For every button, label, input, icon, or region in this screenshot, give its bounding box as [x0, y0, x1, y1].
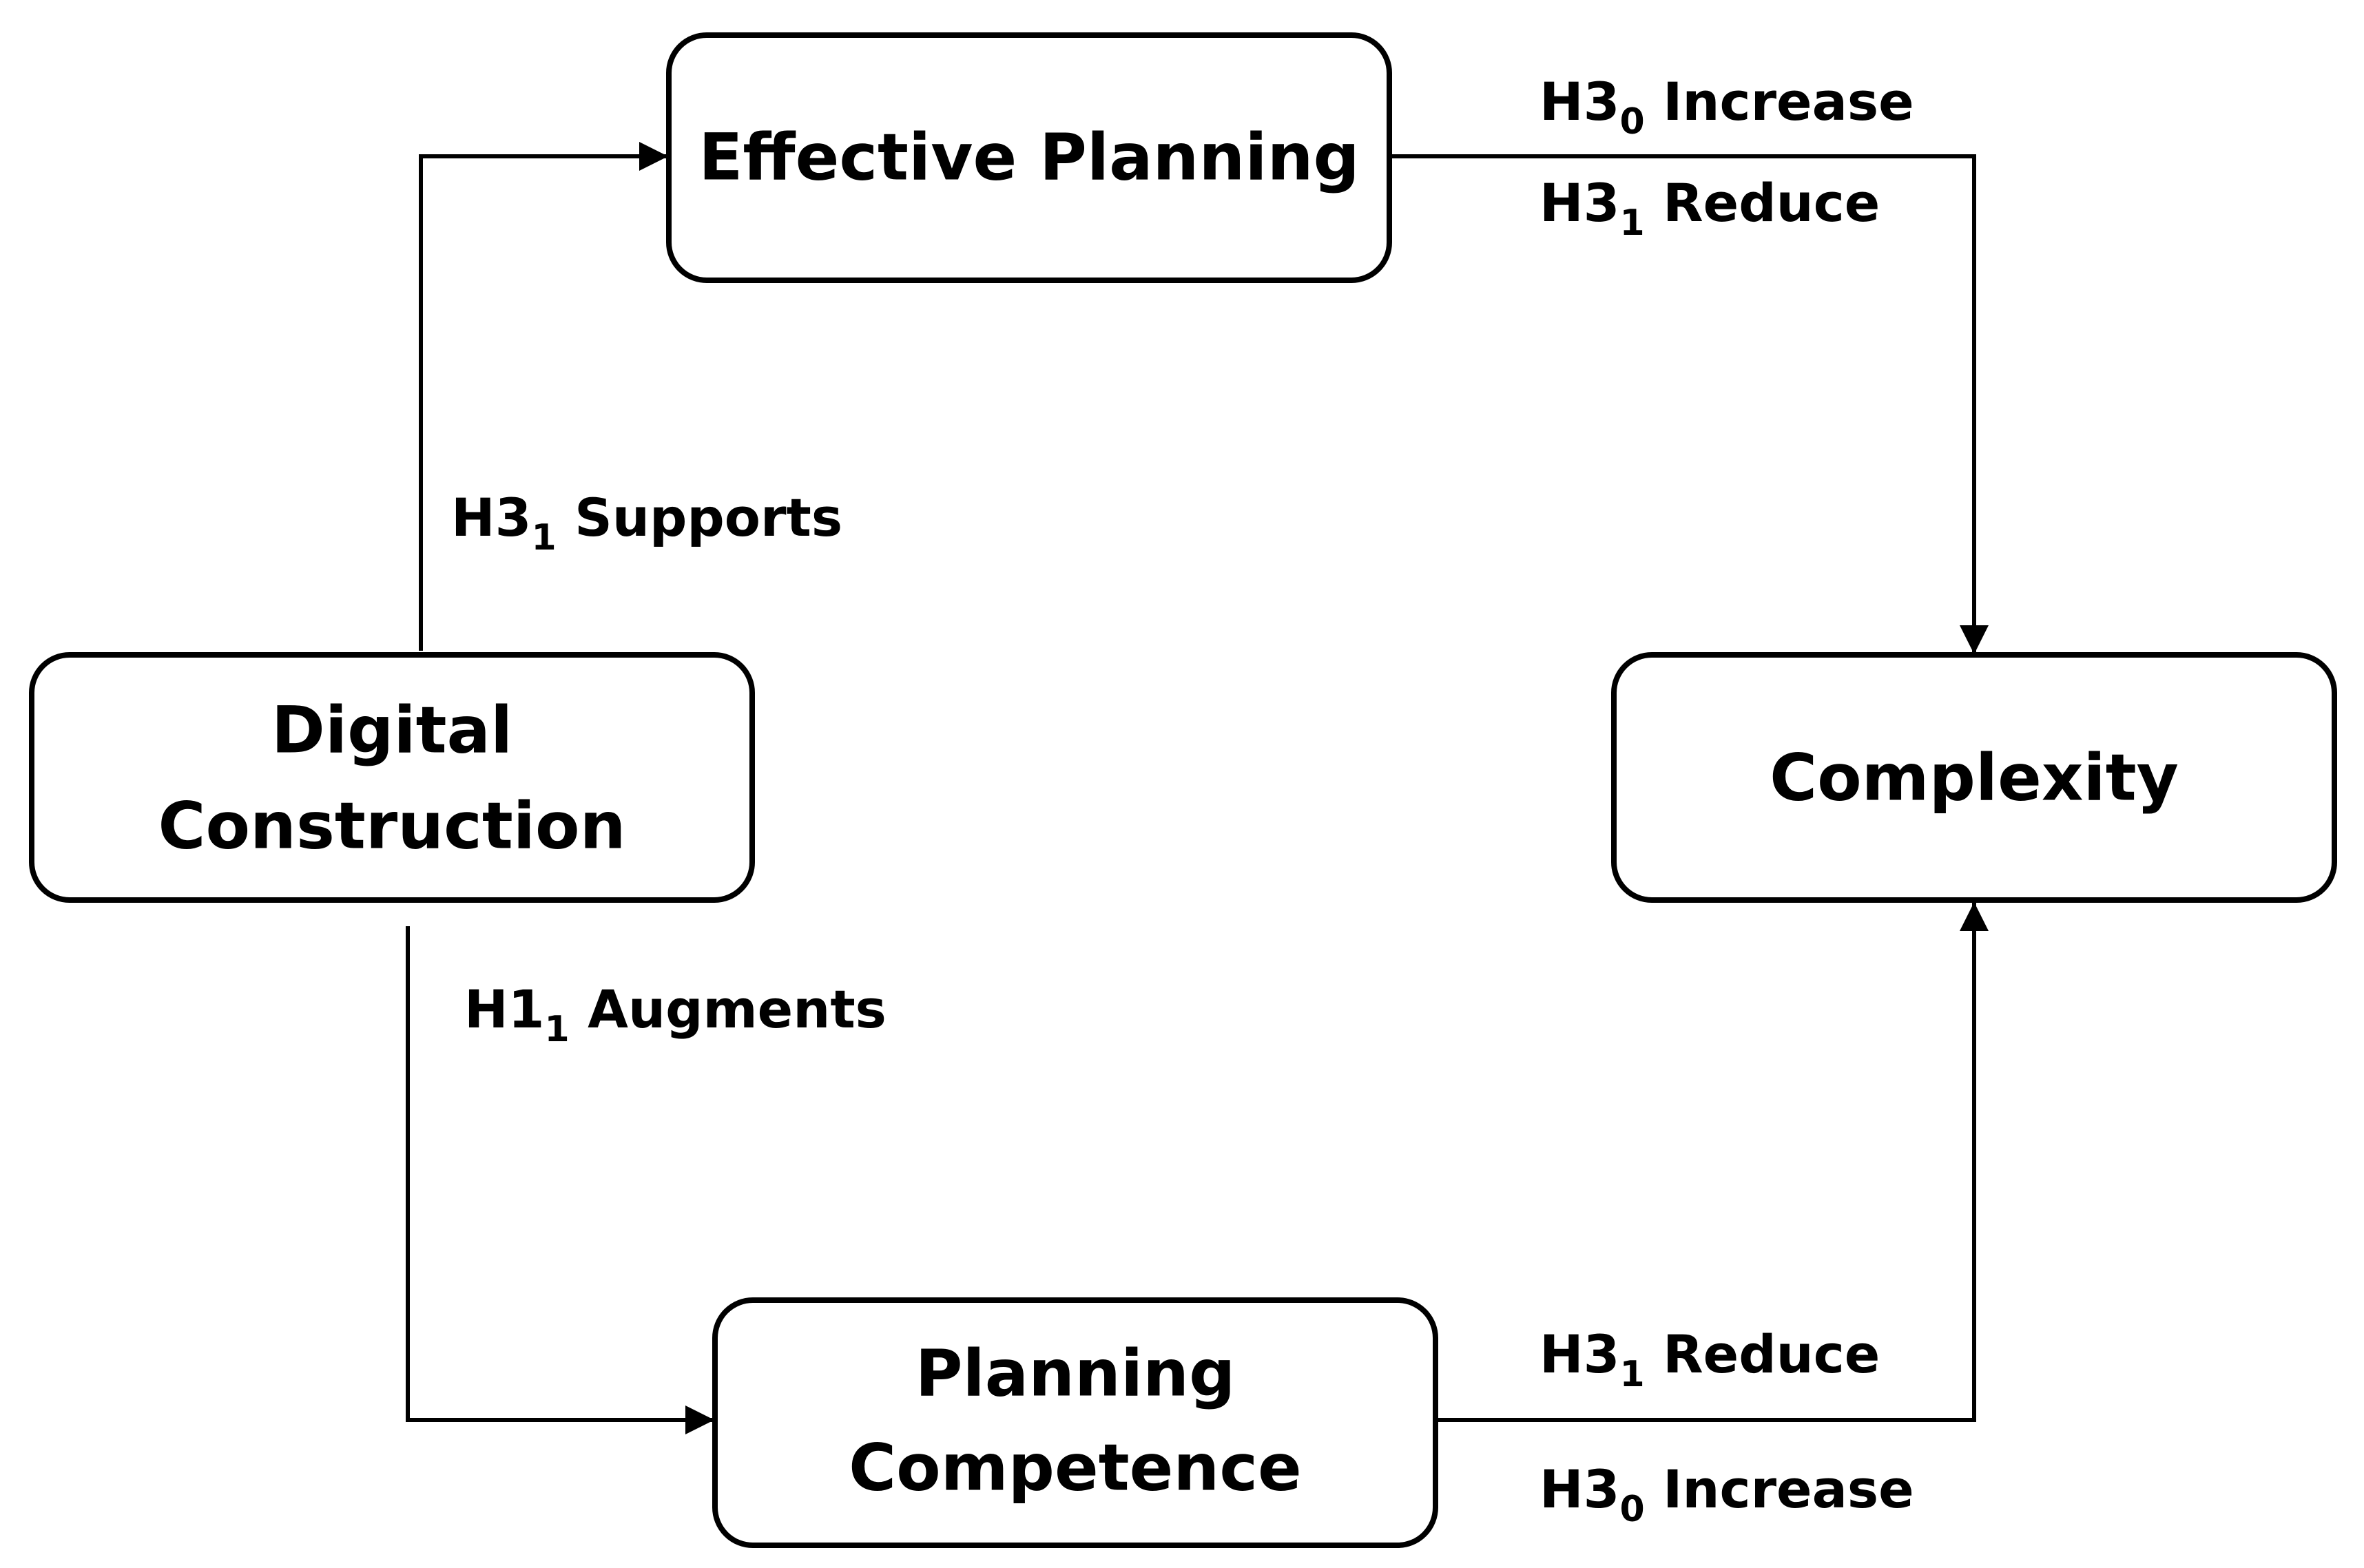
node-effective-planning-label: Effective Planning	[698, 121, 1360, 196]
node-digital-construction-label-line-1: Digital	[271, 693, 512, 769]
edge-label-effective-planning-increase: H30 Increase	[1539, 71, 1914, 143]
arrow-digital-construction-to-effective-planning	[419, 142, 668, 651]
edge-label-augments: H11 Augments	[464, 979, 887, 1050]
edge-label-effective-planning-reduce: H31 Reduce	[1539, 172, 1880, 244]
arrow-effective-planning-to-complexity	[1390, 154, 1989, 654]
node-complexity-label: Complexity	[1770, 741, 2179, 816]
arrow-planning-competence-to-complexity	[1436, 902, 1989, 1422]
node-planning-competence-label-line-1: Planning	[915, 1337, 1236, 1412]
node-digital-construction-label-line-2: Construction	[158, 789, 625, 864]
node-planning-competence-label-line-2: Competence	[849, 1431, 1302, 1506]
node-planning-competence: Planning Competence	[712, 1297, 1438, 1548]
node-complexity: Complexity	[1611, 652, 2337, 903]
arrow-digital-construction-to-planning-competence	[406, 926, 714, 1434]
edge-label-planning-competence-increase: H30 Increase	[1539, 1459, 1914, 1530]
edge-label-supports: H31 Supports	[451, 487, 842, 558]
edge-label-planning-competence-reduce: H31 Reduce	[1539, 1324, 1880, 1395]
node-effective-planning: Effective Planning	[666, 32, 1392, 283]
node-digital-construction: Digital Construction	[29, 652, 755, 903]
